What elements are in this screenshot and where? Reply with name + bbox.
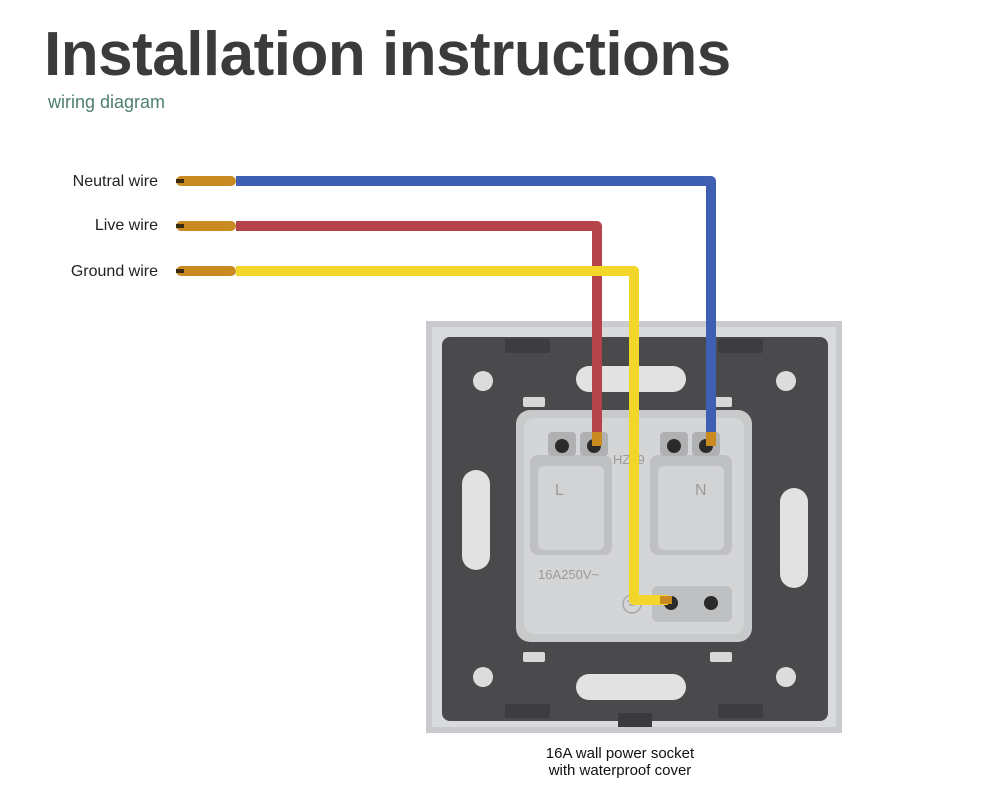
live-wire-label: Live wire <box>94 217 158 234</box>
mount-slot-bottom <box>576 674 686 700</box>
page-subtitle: wiring diagram <box>48 92 166 112</box>
mount-hole-icon <box>776 371 796 391</box>
terminal-l-mark: L <box>555 482 564 499</box>
mount-slot-right <box>780 488 808 588</box>
mount-hole-icon <box>776 667 796 687</box>
neutral-wire <box>236 176 716 437</box>
page-title: Installation instructions <box>44 20 731 89</box>
ground-wire-end <box>176 266 236 276</box>
live-wire <box>236 221 602 437</box>
neutral-wire-end <box>176 176 236 186</box>
terminal-n-mark: N <box>695 482 707 499</box>
mount-hole-icon <box>473 667 493 687</box>
caption-line-2: with waterproof cover <box>548 762 692 780</box>
mount-slot-left <box>462 470 490 570</box>
rating-mark: 16A250V~ <box>538 567 599 582</box>
ground-wire-label: Ground wire <box>70 263 158 280</box>
live-wire-end <box>176 221 236 231</box>
mount-hole-icon <box>473 371 493 391</box>
socket-caption: 16A wall power socket with waterproof co… <box>500 745 740 780</box>
wires <box>176 176 716 605</box>
neutral-wire-label: Neutral wire <box>72 173 158 190</box>
caption-line-1: 16A wall power socket <box>545 745 695 762</box>
ground-wire <box>236 266 668 605</box>
model-mark: HZ09 <box>613 452 645 467</box>
